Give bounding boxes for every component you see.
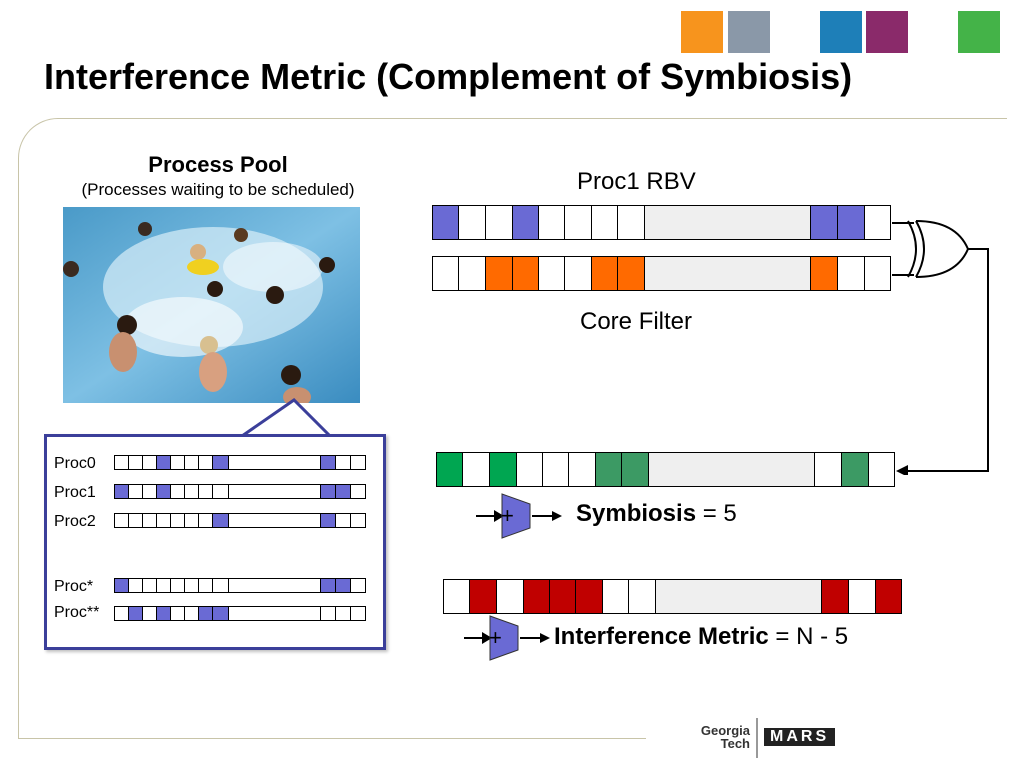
symbiosis-value: = 5 [696, 500, 737, 527]
symbiosis-plus-sign: + [501, 503, 514, 528]
logo-line-georgia: Georgia [700, 723, 750, 738]
proc1-label: Proc1 [54, 484, 96, 501]
logo-georgia-tech-text: Georgia Tech [686, 724, 750, 750]
process-pool-subtitle: (Processes waiting to be scheduled) [81, 180, 355, 199]
interference-value: = N - 5 [768, 623, 849, 650]
slide-title: Interference Metric (Complement of Symbi… [44, 56, 853, 97]
symbiosis-result: Symbiosis = 5 [576, 500, 737, 528]
proc-double-star-label: Proc** [54, 604, 100, 621]
xor-gate-wiring [892, 220, 989, 475]
callout-pointer [237, 398, 334, 438]
proc1-rbv-bit-vector [432, 205, 891, 240]
header-square-photo [728, 11, 770, 53]
proc-star-bit-vector [114, 578, 366, 593]
logo-mars-mark: MARS [764, 728, 836, 746]
content-panel-border [18, 118, 1007, 739]
interference-result: Interference Metric = N - 5 [554, 623, 848, 651]
interference-bit-vector [443, 579, 902, 614]
interference-term: Interference Metric [554, 623, 769, 650]
proc2-bit-vector [114, 513, 366, 528]
proc-star-label: Proc* [54, 578, 94, 595]
logo-line-tech: Tech [720, 736, 750, 751]
proc1-bit-vector [114, 484, 366, 499]
panel-bottom-rule [18, 738, 646, 739]
header-square-blue [820, 11, 862, 53]
proc0-bit-vector [114, 455, 366, 470]
header-square-purple [866, 11, 908, 53]
interference-plus-sign: + [489, 625, 502, 650]
symbiosis-adder [476, 493, 562, 539]
symbiosis-bit-vector [436, 452, 895, 487]
symbiosis-term: Symbiosis [576, 500, 697, 527]
proc1-rbv-label: Proc1 RBV [577, 168, 696, 195]
swimming-pool-image [63, 207, 360, 403]
proc0-label: Proc0 [54, 455, 96, 472]
header-square-green [958, 11, 1000, 53]
logo-divider [756, 718, 758, 758]
interference-adder [464, 615, 550, 661]
header-square-orange [681, 11, 723, 53]
core-filter-bit-vector [432, 256, 891, 291]
proc-double-star-bit-vector [114, 606, 366, 621]
proc2-label: Proc2 [54, 513, 96, 530]
process-pool-title: Process Pool [148, 152, 288, 177]
core-filter-label: Core Filter [580, 308, 693, 335]
georgia-tech-mars-logo: Georgia Tech MARS [678, 718, 878, 760]
